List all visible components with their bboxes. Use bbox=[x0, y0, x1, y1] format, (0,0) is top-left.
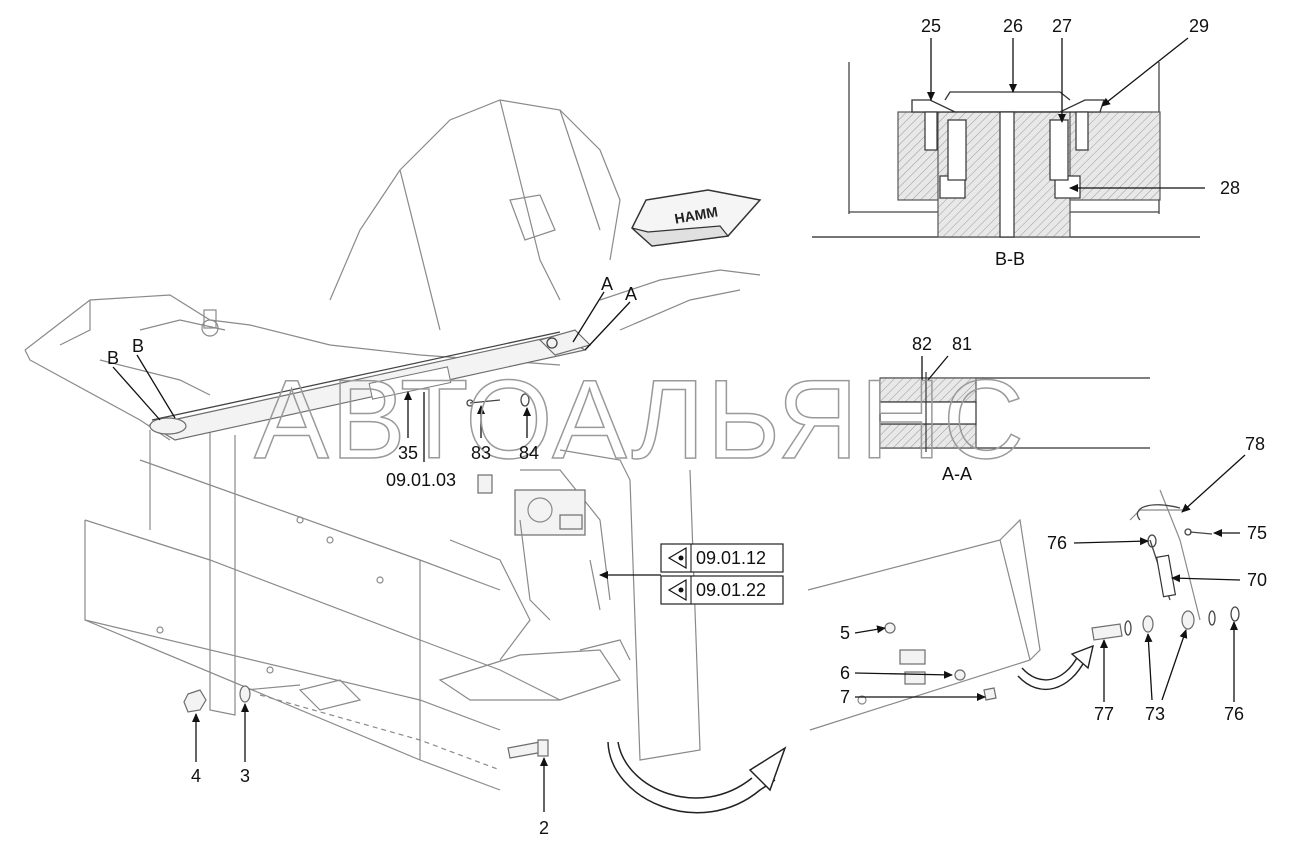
callout-75: 75 bbox=[1247, 523, 1267, 543]
callout-83: 83 bbox=[471, 443, 491, 463]
section-label-bb: B-B bbox=[995, 249, 1025, 269]
callout-84: 84 bbox=[519, 443, 539, 463]
ref-code-09-01-03: 09.01.03 bbox=[386, 470, 456, 490]
callout-3: 3 bbox=[240, 766, 250, 786]
bolt-83 bbox=[466, 399, 501, 407]
ref-code-09-01-22: 09.01.22 bbox=[696, 580, 766, 600]
callout-26: 26 bbox=[1003, 16, 1023, 36]
ref-box-09-01-12[interactable]: 09.01.12 bbox=[660, 543, 784, 573]
leader-lines bbox=[112, 37, 1246, 812]
washer-84 bbox=[520, 393, 530, 407]
callout-6: 6 bbox=[840, 663, 850, 683]
callout-27: 27 bbox=[1052, 16, 1072, 36]
callout-7: 7 bbox=[840, 687, 850, 707]
hamm-logo: HAMM bbox=[631, 189, 762, 247]
callout-5: 5 bbox=[840, 623, 850, 643]
rotation-arrow-right bbox=[1017, 644, 1094, 691]
ref-code-09-01-12: 09.01.12 bbox=[696, 548, 766, 568]
callout-73: 73 bbox=[1145, 704, 1165, 724]
callout-35: 35 bbox=[398, 443, 418, 463]
callout-76-lower: 76 bbox=[1224, 704, 1244, 724]
section-b-b bbox=[812, 62, 1200, 238]
section-mark-b2: B bbox=[132, 336, 144, 356]
section-mark-a2: A bbox=[625, 284, 637, 304]
section-a-a bbox=[879, 372, 1150, 452]
section-label-aa: A-A bbox=[942, 464, 972, 484]
callout-78: 78 bbox=[1245, 434, 1265, 454]
callout-28: 28 bbox=[1220, 178, 1240, 198]
callout-4: 4 bbox=[191, 766, 201, 786]
washer-3 bbox=[239, 685, 251, 703]
detail-gas-strut bbox=[807, 489, 1240, 731]
callout-25: 25 bbox=[921, 16, 941, 36]
callout-76-upper: 76 bbox=[1047, 533, 1067, 553]
callout-2: 2 bbox=[539, 818, 549, 838]
cross-brace-35 bbox=[148, 329, 592, 441]
watermark-text: АВТОАЛЬЯНС bbox=[254, 357, 1026, 482]
rotation-arrow-lower bbox=[607, 741, 787, 814]
section-mark-b1: B bbox=[107, 348, 119, 368]
callout-70: 70 bbox=[1247, 570, 1267, 590]
callout-77: 77 bbox=[1094, 704, 1114, 724]
bolt-2 bbox=[507, 739, 549, 759]
callout-81: 81 bbox=[952, 334, 972, 354]
callout-82: 82 bbox=[912, 334, 932, 354]
section-mark-a1: A bbox=[601, 274, 613, 294]
nut-4 bbox=[183, 689, 207, 713]
machine-frame-outline bbox=[24, 99, 761, 791]
hamm-logo-text: HAMM bbox=[673, 203, 719, 226]
ref-box-09-01-22[interactable]: 09.01.22 bbox=[660, 575, 784, 605]
callout-29: 29 bbox=[1189, 16, 1209, 36]
